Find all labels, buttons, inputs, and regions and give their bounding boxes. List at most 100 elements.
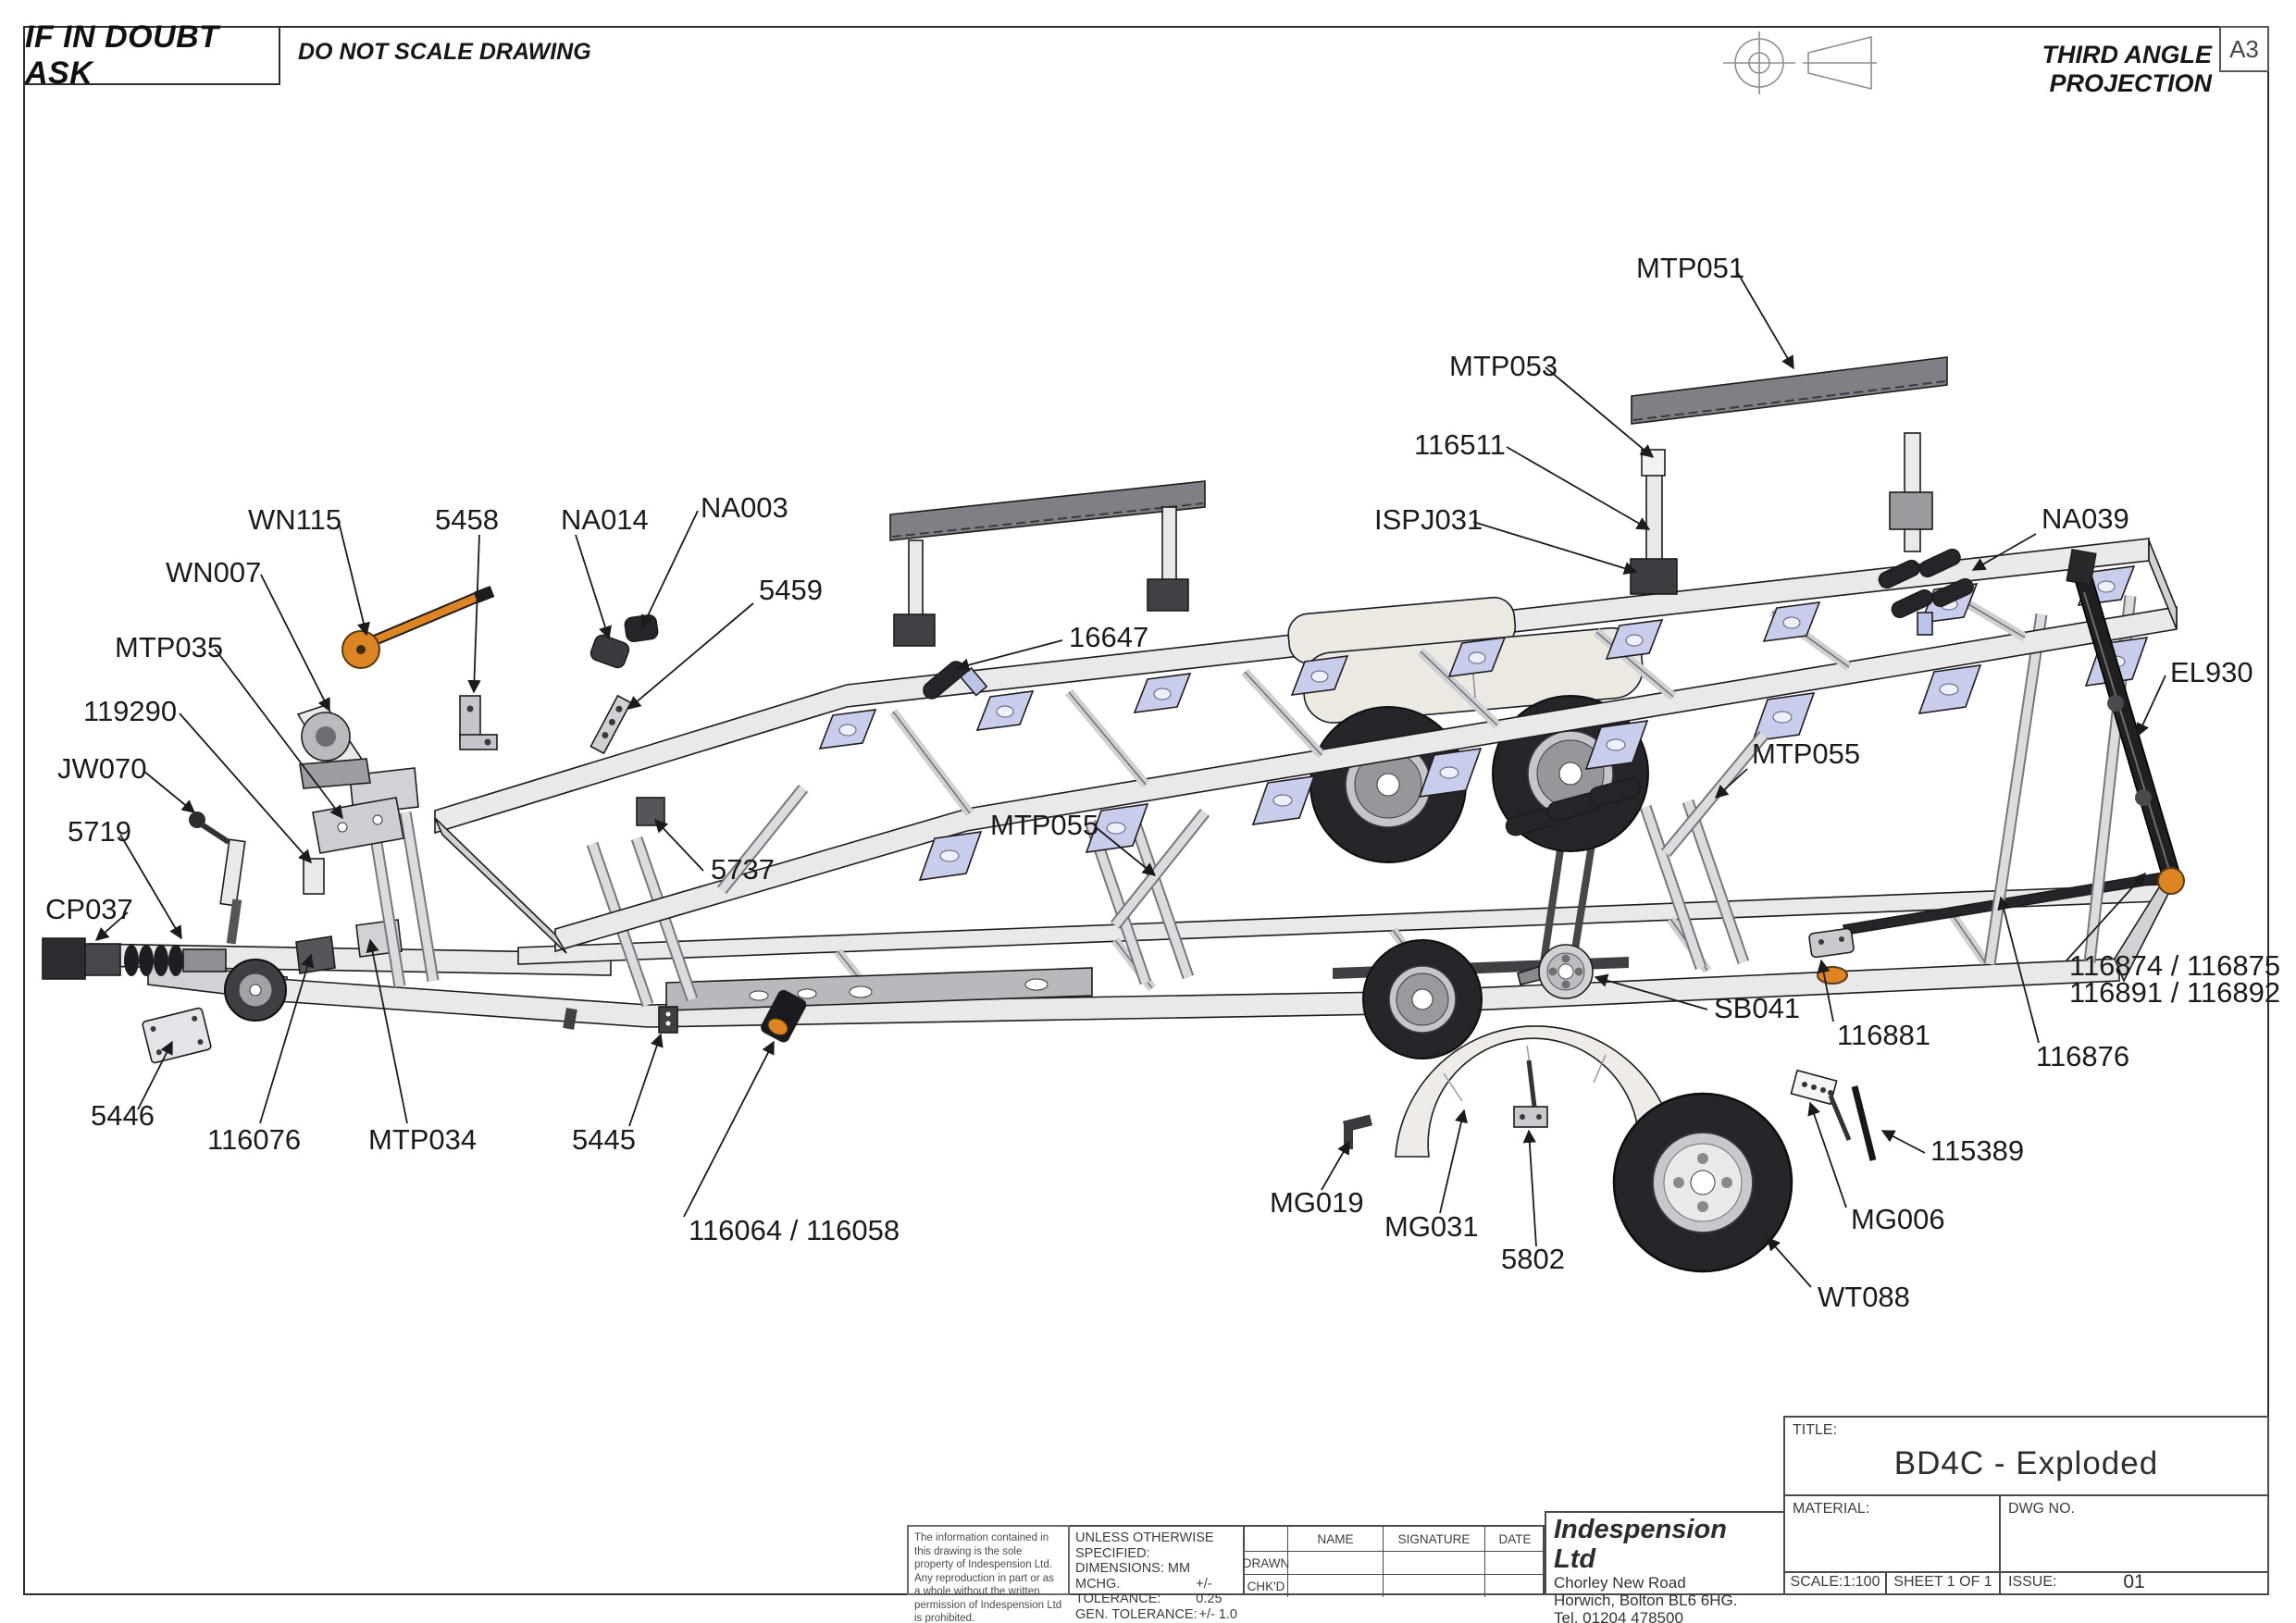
part-post-right — [1889, 432, 1933, 552]
part-small-tab — [563, 1008, 577, 1030]
part-label-5802: 5802 — [1501, 1243, 1565, 1275]
part-na003 — [624, 613, 659, 643]
part-116881 — [1808, 927, 1855, 985]
leader-line — [1522, 1129, 1537, 1247]
part-stay-115389 — [1851, 1085, 1877, 1161]
part-label-5458: 5458 — [435, 503, 499, 536]
part-label-5445: 5445 — [572, 1123, 636, 1156]
part-label-wt088: WT088 — [1818, 1281, 1910, 1313]
leader-line — [575, 534, 612, 640]
part-label-5737: 5737 — [711, 853, 775, 886]
tolerance-row-value: +/- 0.25 — [1196, 1576, 1222, 1607]
part-label-na014: NA014 — [561, 503, 649, 536]
leader-line — [179, 712, 312, 864]
part-jockey-wheel — [189, 812, 287, 1022]
sign-col-signature: SIGNATURE — [1383, 1527, 1484, 1551]
part-wheel-wt088 — [1612, 1092, 1793, 1273]
part-label-cp037: CP037 — [45, 893, 133, 925]
part-bunk-mtp051 — [1631, 356, 1948, 425]
part-bracket-5458 — [459, 695, 498, 750]
part-roller-16647 — [923, 661, 988, 700]
part-label-116511: 116511 — [1414, 428, 1506, 461]
leader-line — [1545, 366, 1655, 458]
company-name: Indespension Ltd — [1554, 1515, 1727, 1574]
paper-size-badge: A3 — [2219, 26, 2269, 72]
part-label-mg031: MG031 — [1384, 1210, 1479, 1243]
tolerance-row-label: MCHG. TOLERANCE: — [1075, 1576, 1161, 1607]
part-bunk-left — [889, 480, 1206, 647]
part-label-wn007: WN007 — [166, 556, 261, 588]
part-lower-wheel — [1333, 939, 1629, 1059]
part-plate-5446 — [142, 1007, 212, 1064]
if-in-doubt-ask-box: IF IN DOUBT ASK — [23, 19, 280, 91]
part-lamp-116064 — [761, 989, 807, 1043]
part-label-na039: NA039 — [2042, 502, 2129, 535]
part-keel-rollers — [1505, 777, 1642, 836]
sign-cell-empty — [1484, 1574, 1545, 1597]
sign-row-drawn: DRAWN — [1243, 1551, 1289, 1574]
leader-line — [2066, 872, 2146, 961]
leader-line — [1594, 973, 1708, 1010]
part-bracket-5802 — [1513, 1059, 1548, 1128]
tolerance-row-label: GEN. TOLERANCE: — [1075, 1606, 1198, 1622]
tolerance-row-value: +/- 1.0 — [1198, 1606, 1237, 1622]
leader-line — [1971, 533, 2037, 571]
leader-line — [1506, 446, 1651, 530]
part-winch-wn007 — [296, 704, 371, 789]
sign-col-name: NAME — [1287, 1527, 1383, 1551]
leader-line — [1472, 521, 1638, 576]
leader-line — [1321, 1140, 1350, 1191]
leader-line — [366, 938, 408, 1124]
part-coupling-cluster — [42, 937, 227, 980]
part-bed-brackets-near — [918, 637, 2149, 881]
leader-line — [1997, 896, 2040, 1044]
part-label-116876: 116876 — [2036, 1040, 2129, 1072]
part-label-116064-116058: 116064 / 116058 — [689, 1214, 900, 1246]
drawing-title: BD4C - Exploded — [1893, 1445, 2159, 1481]
title-label: TITLE: — [1793, 1422, 1838, 1438]
part-label-mtp055: MTP055 — [990, 809, 1098, 841]
leader-line — [94, 911, 129, 941]
part-label-5719: 5719 — [68, 815, 131, 848]
part-label-ispj031: ISPJ031 — [1374, 503, 1483, 536]
part-label-jw070: JW070 — [57, 752, 146, 785]
leader-line — [627, 602, 754, 710]
part-label-mtp053: MTP053 — [1449, 350, 1558, 382]
issue-label: ISSUE: — [2008, 1574, 2057, 1590]
part-hub-sb041 — [1517, 944, 1594, 999]
tolerance-dimensions: DIMENSIONS: MM — [1075, 1561, 1191, 1576]
leader-line — [628, 1033, 664, 1127]
part-label-116874-116875: 116874 / 116875 — [2069, 949, 2280, 982]
leader-line — [641, 510, 699, 629]
scale-value: SCALE:1:100 — [1785, 1571, 1887, 1593]
dwg-no-label: DWG NO. — [2008, 1501, 2075, 1517]
company-address-line: Horwich, Bolton BL6 6HG. — [1554, 1592, 1738, 1609]
sign-cell-empty — [1245, 1527, 1287, 1551]
part-label-116881: 116881 — [1837, 1019, 1930, 1051]
leader-line — [1807, 1101, 1847, 1208]
sign-col-date: DATE — [1484, 1527, 1545, 1551]
leader-line — [1439, 1109, 1469, 1214]
part-label-115389: 115389 — [1930, 1134, 2024, 1167]
company-address-line: Tel. 01204 478500 — [1554, 1609, 1683, 1623]
part-label-119290: 119290 — [83, 695, 177, 727]
part-label-el930: EL930 — [2170, 656, 2253, 688]
part-label-mg019: MG019 — [1270, 1186, 1364, 1219]
company-block: Indespension Ltd Chorley New Road Horwic… — [1545, 1511, 1783, 1623]
part-label-mtp055: MTP055 — [1752, 737, 1860, 770]
leader-line — [1767, 1236, 1812, 1288]
leader-line — [1714, 768, 1748, 799]
tolerance-heading: UNLESS OTHERWISE SPECIFIED: — [1075, 1530, 1214, 1561]
sheet-value: SHEET 1 OF 1 — [1887, 1571, 2001, 1593]
part-na014 — [590, 634, 630, 669]
sign-cell-empty — [1287, 1574, 1383, 1597]
leader-line — [1735, 269, 1794, 370]
third-angle-projection-icon — [1723, 31, 1877, 94]
part-light-board-el930 — [2066, 549, 2185, 895]
part-label-116076: 116076 — [207, 1123, 301, 1156]
part-label-16647: 16647 — [1069, 621, 1148, 653]
signature-table: NAME SIGNATURE DATE DRAWN CHK'D — [1243, 1525, 1545, 1597]
part-bracket-5445 — [658, 1006, 678, 1034]
